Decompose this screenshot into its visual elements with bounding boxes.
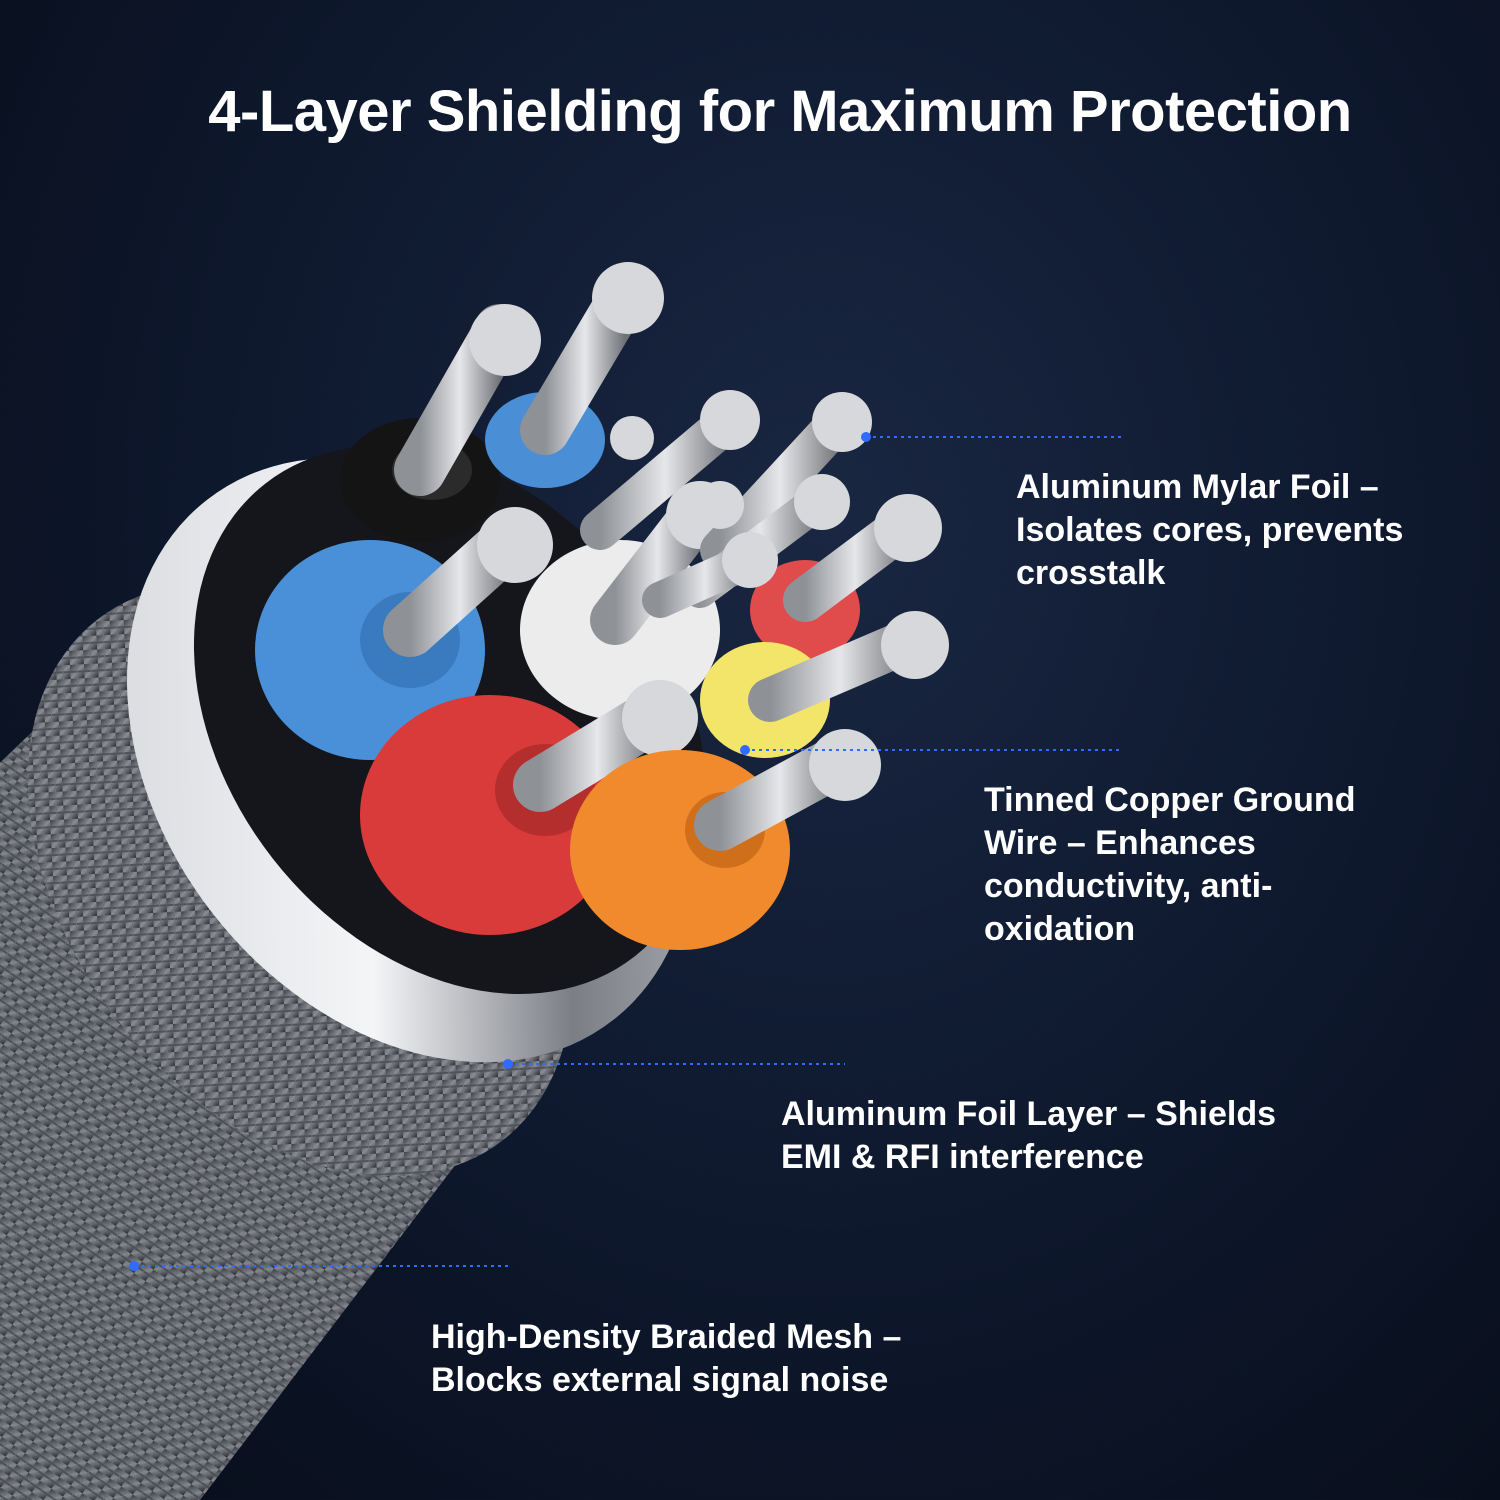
callout-line: oxidation	[984, 910, 1136, 948]
callout-leaders	[129, 432, 1125, 1271]
callout-tinned-copper-ground-wire: Tinned Copper Ground Wire – Enhances con…	[984, 779, 1355, 951]
callout-line: Tinned Copper Ground	[984, 781, 1356, 819]
callout-aluminum-foil-layer: Aluminum Foil Layer – Shields EMI & RFI …	[781, 1093, 1276, 1179]
page-title: 4-Layer Shielding for Maximum Protection	[208, 79, 1352, 144]
callout-line: Wire – Enhances	[984, 824, 1256, 862]
callout-line: Blocks external signal noise	[431, 1361, 889, 1399]
callout-aluminum-mylar-foil: Aluminum Mylar Foil – Isolates cores, pr…	[1016, 466, 1403, 595]
callout-braided-mesh: High-Density Braided Mesh – Blocks exter…	[431, 1316, 901, 1402]
inner-conductors	[255, 262, 949, 950]
callout-line: Aluminum Mylar Foil –	[1016, 468, 1379, 506]
red-wire	[360, 680, 698, 935]
callout-line: EMI & RFI interference	[781, 1138, 1144, 1176]
orange-wire	[570, 729, 881, 950]
callout-line: conductivity, anti-	[984, 867, 1273, 905]
callout-line: Isolates cores, prevents	[1016, 511, 1404, 549]
bare-strands	[580, 390, 872, 618]
callout-line: crosstalk	[1016, 554, 1166, 592]
blue-wire-top	[485, 262, 664, 488]
callout-line: Aluminum Foil Layer – Shields	[781, 1095, 1276, 1133]
blue-wire-left	[255, 507, 553, 760]
pink-wire	[750, 494, 942, 660]
black-wire	[340, 304, 541, 542]
yellow-wire	[700, 611, 949, 758]
callout-line: High-Density Braided Mesh –	[431, 1318, 902, 1356]
